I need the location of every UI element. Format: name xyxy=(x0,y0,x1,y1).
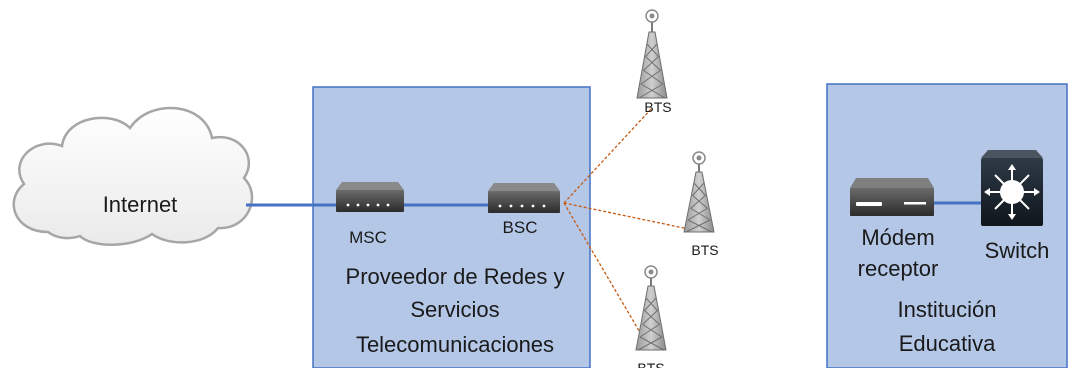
switch-label: Switch xyxy=(985,238,1050,263)
provider-title-line-1: Proveedor de Redes y xyxy=(346,264,565,289)
internet-cloud: Internet xyxy=(12,106,254,246)
bsc-label: BSC xyxy=(503,218,538,237)
institution-title-line-2: Educativa xyxy=(899,331,996,356)
modem-label-line-1: Módem xyxy=(861,225,934,250)
modem-icon xyxy=(850,178,934,216)
cloud-shape xyxy=(12,106,254,246)
bts-tower-icon xyxy=(636,9,668,99)
msc-device xyxy=(336,182,404,212)
wireless-link-bts-bottom xyxy=(563,202,649,347)
institution-title-line-1: Institución xyxy=(897,297,996,322)
bts-label: BTS xyxy=(691,242,718,258)
modem-label-line-2: receptor xyxy=(858,256,939,281)
bts-label: BTS xyxy=(637,360,664,368)
wireless-link-bts-middle xyxy=(563,202,704,233)
bts-label: BTS xyxy=(644,99,671,115)
provider-title-line-3: Telecomunicaciones xyxy=(356,332,554,357)
bts-tower-icon xyxy=(683,151,715,233)
provider-title-line-2: Servicios xyxy=(410,297,499,322)
switch-icon xyxy=(981,150,1043,226)
wireless-links xyxy=(563,107,704,347)
internet-label: Internet xyxy=(103,192,178,217)
bsc-device xyxy=(488,183,560,213)
provider-box xyxy=(312,86,591,368)
bts-tower-icon xyxy=(635,265,667,351)
msc-label: MSC xyxy=(349,228,387,247)
wireless-link-bts-top xyxy=(563,107,653,204)
